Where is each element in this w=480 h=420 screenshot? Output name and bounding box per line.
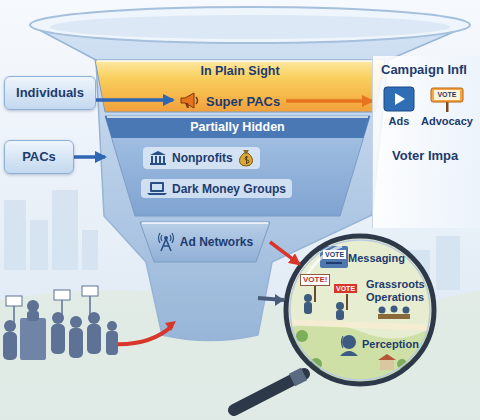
item-label: Dark Money Groups <box>172 182 286 196</box>
label-holder: VOTE <box>334 284 357 293</box>
lens-label: Messaging <box>348 252 405 265</box>
source-box: Individuals <box>4 76 96 110</box>
flow-arrow <box>286 99 372 103</box>
icon <box>147 181 167 196</box>
band-heading: Partially Hidden <box>105 116 370 134</box>
label-holder: Grassroots Operations <box>366 278 432 304</box>
panel-heading: Campaign Infl <box>381 62 480 77</box>
tile-label: Ads <box>389 115 410 127</box>
laptop-icon <box>147 181 167 196</box>
flow-arrow <box>96 98 173 102</box>
flow-arrow <box>74 155 105 159</box>
sign-icon <box>430 86 464 112</box>
sign-text: VOTE <box>437 91 456 99</box>
lens-label: Perception <box>362 338 419 351</box>
label-holder: Voter Impa <box>392 148 458 163</box>
item-label: Nonprofits <box>172 151 233 165</box>
bank-icon <box>149 150 167 166</box>
flow-arrow <box>270 242 299 264</box>
icon <box>179 92 201 110</box>
funnel-band: In Plain SightSuper PACs <box>95 60 385 112</box>
funnel-item: Nonprofits <box>143 147 260 169</box>
label-holder: Perception <box>362 338 419 351</box>
icon <box>149 150 167 166</box>
label-holder: VOTE <box>437 91 456 99</box>
item-label: Super PACs <box>206 94 280 109</box>
band-label: Ad Networks <box>180 235 253 249</box>
box-label: Individuals <box>15 85 85 101</box>
antenna-icon <box>157 232 175 252</box>
source-box: PACs <box>4 140 74 174</box>
icon <box>430 86 464 112</box>
band-heading: In Plain Sight <box>95 60 385 78</box>
funnel-item: Dark Money Groups <box>141 179 292 198</box>
funnel-band: Ad Networks <box>140 222 270 262</box>
label-holder: Messaging <box>348 252 405 265</box>
label-holder: VOTE <box>323 250 346 259</box>
bag-icon <box>238 149 254 167</box>
funnel-band: Partially HiddenNonprofitsDark Money Gro… <box>105 116 370 216</box>
outcome-panel: Campaign InflAds Advocacy <box>372 56 480 228</box>
magnifier-lens: MessagingGrassroots OperationsPerception <box>282 232 438 388</box>
icon <box>383 86 415 112</box>
mega-icon <box>179 92 201 110</box>
sign-text: VOTE! <box>300 274 330 286</box>
label-holder: VOTE! <box>300 274 330 286</box>
outcome-tile: Ads <box>383 86 415 127</box>
lens-label: Grassroots Operations <box>366 278 432 304</box>
icon <box>238 149 254 167</box>
box-label: PACs <box>15 149 63 165</box>
tile-label: Advocacy <box>421 115 473 127</box>
play-icon <box>383 86 415 112</box>
funnel-item: Super PACs <box>173 90 286 112</box>
sign-text: VOTE <box>334 284 357 293</box>
sign-text: VOTE <box>323 250 346 259</box>
section-heading: Voter Impa <box>392 148 458 163</box>
icon <box>157 232 175 252</box>
